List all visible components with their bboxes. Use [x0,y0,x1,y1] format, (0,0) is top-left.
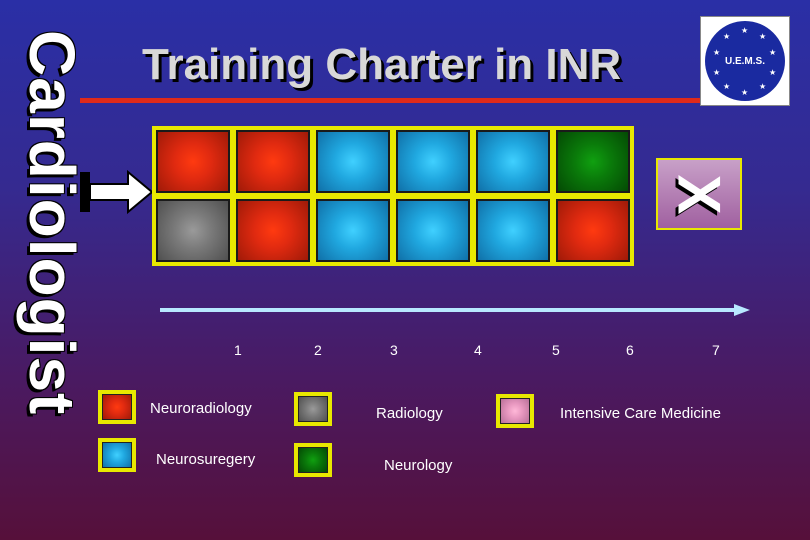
excluded-box: X [656,158,742,230]
logo-text: U.E.M.S. [724,55,765,67]
grid-cell-green [556,130,630,193]
grid-cell-cyan [396,199,470,262]
star-icon: ★ [741,26,749,35]
grid-cell-red [236,199,310,262]
star-icon: ★ [713,68,721,77]
star-icon: ★ [759,82,767,91]
grid-cell-red [556,199,630,262]
legend-label-neurosurgery: Neurosuregery [156,451,256,468]
timeline-tick: 3 [390,342,398,358]
vertical-title: Cardiologist [16,30,88,416]
timeline-tick: 7 [712,342,720,358]
legend-label-intensive-care: Intensive Care Medicine [560,405,721,422]
slide-title: Training Charter in INR [142,40,622,89]
legend-swatch-neuroradiology [98,390,136,424]
training-grid [152,126,634,266]
grid-cell-cyan [316,199,390,262]
legend-label-neuroradiology: Neuroradiology [150,400,252,417]
star-icon: ★ [713,48,721,57]
legend-color [500,398,530,424]
legend-color [298,396,328,422]
grid-cell-cyan [316,130,390,193]
legend-color [102,394,132,420]
legend-color [102,442,132,468]
legend-swatch-intensive-care [496,394,534,428]
timeline-tick: 5 [552,342,560,358]
timeline-tick: 1 [234,342,242,358]
star-icon: ★ [769,48,777,57]
timeline-tick: 4 [474,342,482,358]
grid-cell-cyan [476,199,550,262]
grid-cell-cyan [476,130,550,193]
legend-swatch-neurosurgery [98,438,136,472]
title-underline [80,98,705,103]
grid-cell-red [156,130,230,193]
logo-emblem: ★ ★ ★ ★ ★ ★ ★ ★ ★ ★ U.E.M.S. [705,21,785,101]
grid-cell-cyan [396,130,470,193]
timeline-tick: 6 [626,342,634,358]
x-marker: X [665,173,733,215]
star-icon: ★ [741,88,749,97]
timeline-arrow [160,304,750,316]
legend-swatch-neurology [294,443,332,477]
star-icon: ★ [759,32,767,41]
grid-cell-gray [156,199,230,262]
star-icon: ★ [769,68,777,77]
entry-arrow-icon [80,169,154,215]
uems-logo: ★ ★ ★ ★ ★ ★ ★ ★ ★ ★ U.E.M.S. [700,16,790,106]
legend-swatch-radiology [294,392,332,426]
star-icon: ★ [723,82,731,91]
star-icon: ★ [723,32,731,41]
legend-color [298,447,328,473]
grid-cell-red [236,130,310,193]
legend-label-neurology: Neurology [384,457,453,474]
timeline-tick: 2 [314,342,322,358]
legend-label-radiology: Radiology [376,405,443,422]
